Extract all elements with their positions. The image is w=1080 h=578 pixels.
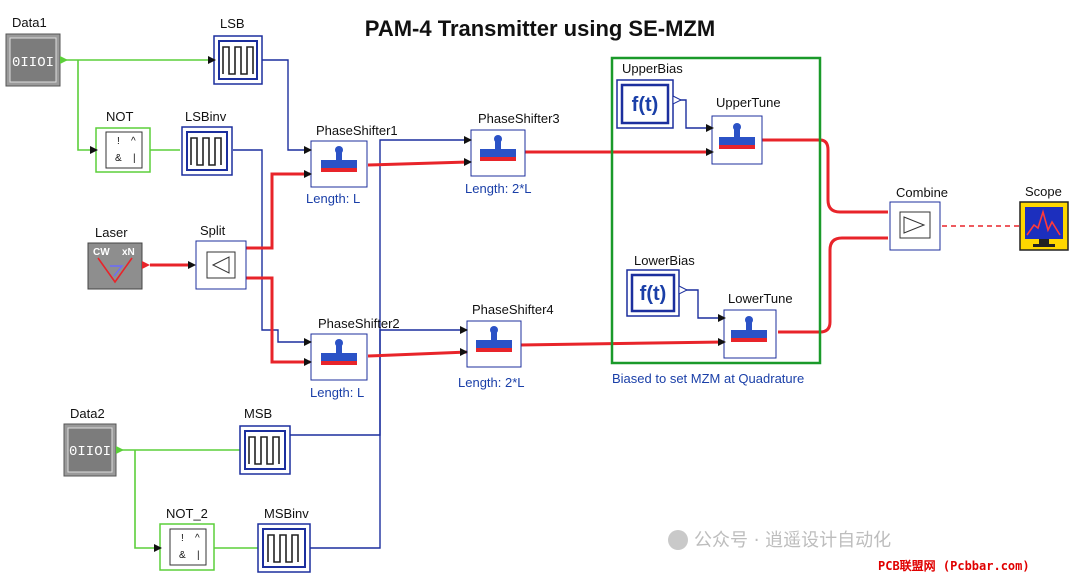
- laser-cw-text: CW: [93, 247, 110, 258]
- phaseshifter2-param: Length: L: [310, 385, 364, 400]
- wechat-icon: [668, 530, 688, 550]
- phaseshifter2-block[interactable]: PhaseShifter2 Length: L: [304, 316, 400, 400]
- uppertune-block[interactable]: UpperTune: [706, 95, 781, 165]
- phaseshifter2-label: PhaseShifter2: [318, 316, 400, 331]
- msb-label: MSB: [244, 406, 272, 421]
- phaseshifter1-block[interactable]: PhaseShifter1 Length: L: [304, 123, 398, 206]
- data2-label: Data2: [70, 406, 105, 421]
- data1-label: Data1: [12, 15, 47, 30]
- scope-icon: [1026, 209, 1061, 236]
- lowerbias-block[interactable]: LowerBias f(t): [626, 253, 695, 317]
- not-block[interactable]: NOT ! & ^ |: [90, 109, 151, 173]
- lsbinv-block[interactable]: LSBinv: [181, 109, 233, 176]
- combine-block[interactable]: Combine: [889, 185, 948, 251]
- not2-sym-3: ^: [195, 533, 200, 544]
- uppertune-label: UpperTune: [716, 95, 781, 110]
- data2-icon-text: 0IIOI: [69, 444, 111, 460]
- combine-label: Combine: [896, 185, 948, 200]
- page-title: PAM-4 Transmitter using SE-MZM: [365, 16, 715, 41]
- laser-xn-text: xN: [122, 247, 135, 258]
- phaseshifter3-block[interactable]: PhaseShifter3 Length: 2*L: [464, 111, 560, 196]
- not-sym-2: &: [115, 153, 122, 164]
- not2-sym-2: &: [179, 550, 186, 561]
- data2-block[interactable]: Data2 0IIOI: [63, 406, 124, 477]
- scope-label: Scope: [1025, 184, 1062, 199]
- mzm-group-box: [610, 56, 822, 365]
- msbinv-block[interactable]: MSBinv: [257, 506, 311, 573]
- lowertune-block[interactable]: LowerTune: [718, 291, 793, 359]
- watermark: 公众号 · 逍遥设计自动化 PCB联盟网 (Pcbbar.com): [668, 530, 1030, 573]
- not-sym-4: |: [133, 153, 136, 164]
- split-label: Split: [200, 223, 226, 238]
- square-wave-icon: [222, 46, 254, 75]
- phaseshifter1-param: Length: L: [306, 191, 360, 206]
- watermark-text: 公众号 · 逍遥设计自动化: [694, 530, 891, 551]
- function-icon: f(t): [632, 94, 659, 116]
- square-wave-icon: [190, 137, 222, 166]
- phaseshifter4-block[interactable]: PhaseShifter4 Length: 2*L: [458, 302, 554, 390]
- not-sym-3: ^: [131, 136, 136, 147]
- data1-icon-text: 0IIOI: [12, 55, 54, 71]
- function-icon: f(t): [640, 283, 667, 305]
- upperbias-block[interactable]: UpperBias f(t): [616, 61, 683, 129]
- msb-block[interactable]: MSB: [239, 406, 291, 475]
- square-wave-icon: [248, 436, 280, 465]
- phaseshifter3-param: Length: 2*L: [465, 181, 532, 196]
- mzm-group-caption: Biased to set MZM at Quadrature: [612, 371, 804, 386]
- not2-block[interactable]: NOT_2 ! & ^ |: [154, 506, 215, 571]
- not2-sym-4: |: [197, 550, 200, 561]
- watermark-footer: PCB联盟网 (Pcbbar.com): [878, 559, 1030, 573]
- laser-label: Laser: [95, 225, 128, 240]
- data1-block[interactable]: Data1 0IIOI: [5, 15, 68, 87]
- phaseshifter4-label: PhaseShifter4: [472, 302, 554, 317]
- upperbias-label: UpperBias: [622, 61, 683, 76]
- scope-block[interactable]: Scope: [1019, 184, 1069, 251]
- combine-icon: [903, 216, 926, 234]
- not-label: NOT: [106, 109, 134, 124]
- square-wave-icon: [267, 534, 299, 563]
- phaseshifter1-label: PhaseShifter1: [316, 123, 398, 138]
- msbinv-label: MSBinv: [264, 506, 309, 521]
- not2-label: NOT_2: [166, 506, 208, 521]
- laser-icon: [97, 257, 133, 284]
- lsb-label: LSB: [220, 16, 245, 31]
- wires: [60, 59, 1020, 549]
- split-block[interactable]: Split: [188, 223, 247, 290]
- lsb-block[interactable]: LSB: [208, 16, 263, 85]
- lowertune-label: LowerTune: [728, 291, 793, 306]
- split-icon: [211, 256, 230, 274]
- lowerbias-label: LowerBias: [634, 253, 695, 268]
- laser-block[interactable]: Laser CW xN: [87, 225, 150, 290]
- not-sym-1: !: [117, 136, 120, 147]
- lsbinv-label: LSBinv: [185, 109, 227, 124]
- phaseshifter3-label: PhaseShifter3: [478, 111, 560, 126]
- not2-sym-1: !: [181, 533, 184, 544]
- phaseshifter4-param: Length: 2*L: [458, 375, 525, 390]
